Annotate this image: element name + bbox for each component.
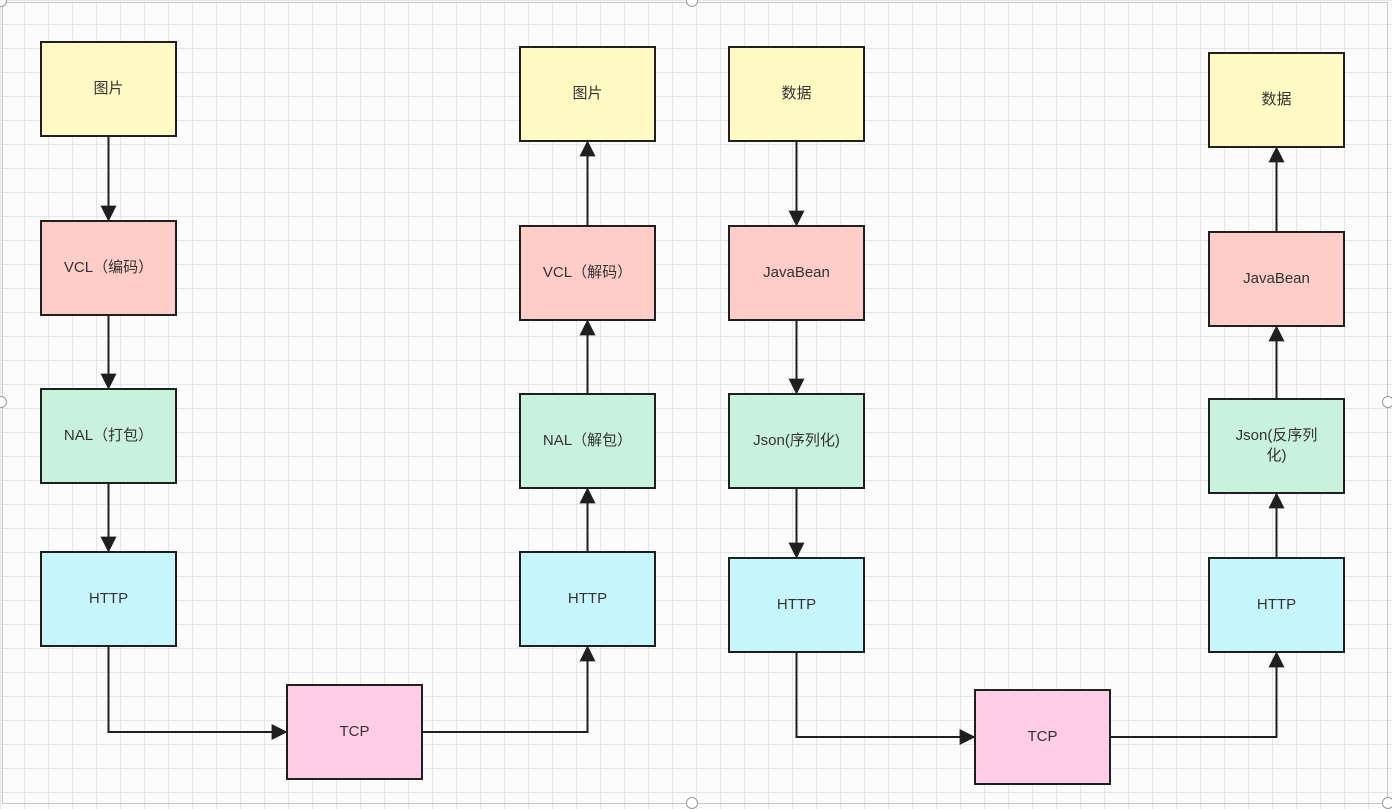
node-label: NAL（打包） xyxy=(63,426,154,444)
node-label: 图片 xyxy=(572,84,603,102)
node-label: HTTP xyxy=(776,595,817,613)
node-label: Json(反序列化) xyxy=(1235,426,1318,464)
node-m-img[interactable]: 图片 xyxy=(519,46,656,142)
arrow-r-tcp-to-x-http[interactable] xyxy=(1111,651,1285,738)
node-label: JavaBean xyxy=(763,263,830,281)
node-label: Json(序列化) xyxy=(753,431,840,449)
arrow-l-tcp-to-m-http[interactable] xyxy=(423,645,596,733)
node-label: VCL（编码） xyxy=(63,258,154,276)
node-m-nal[interactable]: NAL（解包） xyxy=(519,393,656,489)
node-l-http[interactable]: HTTP xyxy=(40,551,177,647)
node-label: HTTP xyxy=(1256,595,1297,613)
node-label: NAL（解包） xyxy=(542,431,633,449)
node-label: 图片 xyxy=(93,79,124,97)
node-r-json[interactable]: Json(序列化) xyxy=(728,393,865,489)
node-label: HTTP xyxy=(88,589,129,607)
node-r-tcp[interactable]: TCP xyxy=(974,689,1111,785)
node-l-img[interactable]: 图片 xyxy=(40,41,177,137)
node-m-http[interactable]: HTTP xyxy=(519,551,656,647)
node-r-data[interactable]: 数据 xyxy=(728,46,865,142)
node-label: 数据 xyxy=(781,84,812,102)
node-label: TCP xyxy=(339,722,370,740)
node-l-nal[interactable]: NAL（打包） xyxy=(40,388,177,484)
node-l-vcl[interactable]: VCL（编码） xyxy=(40,220,177,316)
resize-handle-middle-right[interactable] xyxy=(1382,396,1392,408)
node-x-http[interactable]: HTTP xyxy=(1208,557,1345,653)
node-m-vcl[interactable]: VCL（解码） xyxy=(519,225,656,321)
node-label: JavaBean xyxy=(1243,269,1310,287)
node-label: VCL（解码） xyxy=(542,263,633,281)
node-label: TCP xyxy=(1027,727,1058,745)
node-label: HTTP xyxy=(567,589,608,607)
node-label: 数据 xyxy=(1261,90,1292,108)
node-l-tcp[interactable]: TCP xyxy=(286,684,423,780)
arrow-r-http-to-r-tcp[interactable] xyxy=(795,653,976,745)
node-r-bean[interactable]: JavaBean xyxy=(728,225,865,321)
arrow-l-http-to-l-tcp[interactable] xyxy=(107,647,288,740)
node-x-data[interactable]: 数据 xyxy=(1208,52,1345,148)
node-x-bean[interactable]: JavaBean xyxy=(1208,231,1345,327)
node-x-json[interactable]: Json(反序列化) xyxy=(1208,398,1345,494)
node-r-http[interactable]: HTTP xyxy=(728,557,865,653)
